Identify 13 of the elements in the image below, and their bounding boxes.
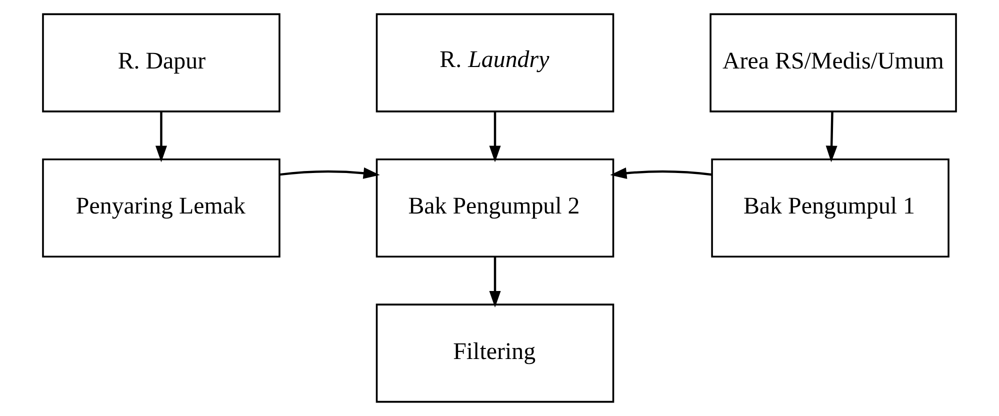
arrow [155, 112, 167, 162]
node-box: R. Dapur [42, 13, 280, 112]
node-box: Bak Pengumpul 1 [711, 158, 950, 258]
arrow [489, 256, 501, 308]
arrow [610, 167, 712, 179]
node-box: Area RS/Medis/Umum [710, 13, 957, 112]
node-box: Bak Pengumpul 2 [376, 158, 614, 258]
node-box: Penyaring Lemak [42, 158, 280, 258]
node-box: R. Laundry [376, 13, 614, 112]
node-box: Filtering [376, 304, 614, 403]
arrow [280, 167, 380, 179]
arrow [489, 112, 501, 162]
arrow [826, 112, 838, 162]
